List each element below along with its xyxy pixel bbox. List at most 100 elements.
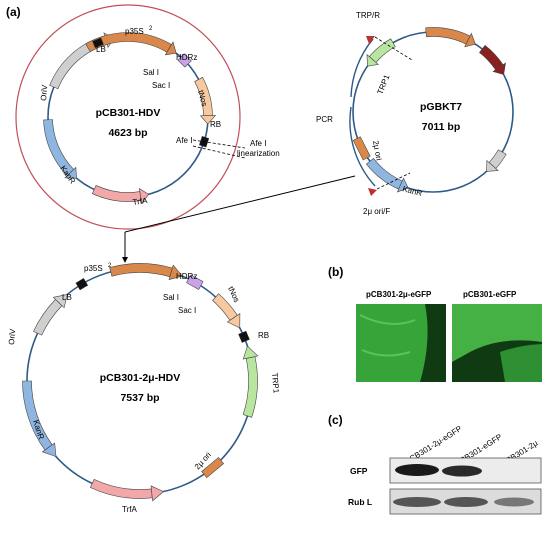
feature-orange: [425, 27, 471, 45]
leaf-tissue-lower: [500, 344, 542, 382]
gfp-image-2: [452, 304, 542, 382]
linearization-annotation: Afe I linearization: [192, 139, 280, 159]
feature-trp1: [368, 38, 396, 63]
label-rb: RB: [258, 331, 269, 340]
plasmid-pgbkt7: pGBKT7 7011 bp TRP1 2μ ori KanR TRP/R 2μ…: [316, 11, 514, 216]
label-2u-ori: 2μ ori: [371, 140, 383, 162]
marker-2u-ori: [201, 457, 224, 479]
feature-trp1: [242, 356, 258, 418]
band-lane-1: [395, 464, 439, 476]
label-p35s: p35S: [125, 27, 144, 36]
blot-gfp: [389, 457, 542, 484]
plasmid-pcb301-hdv: pCB301-HDV 4623 bp LB p35S 2 HDRz Sal I …: [15, 4, 241, 230]
row-label-gfp: GFP: [350, 466, 368, 476]
leaf-tissue: [356, 304, 428, 382]
band-lane-1: [393, 497, 441, 507]
linearization-line1: Afe I: [250, 139, 266, 148]
feature-trfa: [89, 478, 153, 499]
feature-kanr: [43, 119, 75, 177]
label-hdrz: HDRz: [176, 272, 197, 281]
linearization-dash-1: [192, 139, 246, 149]
label-pcr: PCR: [316, 115, 333, 124]
label-p35s: p35S: [84, 264, 103, 273]
label-sac: Sac I: [178, 306, 196, 315]
feature-kanr-head: [396, 177, 409, 193]
label-oriv: OriV: [7, 328, 17, 345]
label-kanr: KanR: [401, 184, 423, 198]
outer-ring: [15, 4, 241, 230]
plasmid-pcb301-2u-hdv: pCB301-2μ-HDV 7537 bp LB p35S 2 HDRz Sal…: [7, 263, 281, 514]
image2-label: pCB301-eGFP: [463, 290, 517, 299]
blot-rubl: [389, 488, 542, 515]
feature-trp1-head: [366, 53, 379, 67]
feature-oriv-head: [52, 294, 68, 309]
label-oriv: OriV: [39, 84, 49, 101]
label-tnos: tNos: [226, 285, 241, 304]
label-lb: LB: [62, 293, 72, 302]
plasmid-size: 7537 bp: [120, 392, 159, 404]
feature-tnos-head: [199, 115, 217, 125]
plasmid-name: pGBKT7: [420, 101, 462, 113]
marker-lb: [92, 37, 104, 49]
marker-rb: [238, 330, 250, 343]
feature-red-head: [492, 62, 506, 75]
feature-trfa-head: [138, 188, 150, 205]
feature-orange-head: [464, 32, 476, 48]
feature-trfa-head: [150, 485, 165, 502]
label-p35s-sup: 2: [108, 263, 112, 269]
plasmid-name: pCB301-HDV: [96, 107, 161, 119]
feature-red: [479, 44, 504, 71]
row-label-rubl: Rub L: [348, 497, 372, 507]
feature-grey-head: [486, 159, 499, 172]
label-sac: Sac I: [152, 81, 170, 90]
marker-hdrz: [186, 274, 204, 290]
linearization-dash-2: [192, 145, 246, 159]
band-lane-2: [442, 465, 482, 477]
feature-oriv: [33, 298, 63, 336]
label-trfa: TrfA: [122, 505, 137, 514]
feature-kanr: [22, 380, 53, 451]
linearization-line2: linearization: [237, 149, 280, 158]
feature-p35s-head: [168, 264, 183, 281]
band-lane-3: [494, 497, 534, 507]
feature-p35s: [109, 263, 173, 278]
band-lane-2: [444, 497, 488, 507]
leaf-tissue-upper: [452, 304, 542, 362]
label-p35s-sup: 2: [149, 26, 153, 32]
label-trp1: TRP1: [376, 73, 392, 96]
plasmid-size: 4623 bp: [108, 127, 147, 139]
feature-trfa: [91, 185, 142, 202]
label-rb: RB: [210, 120, 221, 129]
feature-tnos-head: [226, 313, 241, 329]
label-2u-ori-f: 2μ ori/F: [363, 207, 390, 216]
panel-c-letter: (c): [328, 413, 343, 427]
panel-a-letter: (a): [6, 5, 21, 19]
feature-trp1-head: [242, 345, 259, 360]
marker-2u-ori: [352, 136, 371, 161]
label-trp1: TRP1: [270, 372, 281, 394]
feature-kanr: [365, 158, 403, 190]
primer-r-head: [366, 36, 375, 44]
label-trp-r: TRP/R: [356, 11, 380, 20]
label-kanr: KanR: [58, 164, 77, 186]
plasmid-name: pCB301-2μ-HDV: [100, 372, 181, 384]
primer-r-dash: [374, 36, 413, 61]
feature-kanr-head: [64, 166, 77, 179]
label-afe: Afe I: [176, 136, 192, 145]
primer-f-head: [368, 188, 377, 196]
feature-kanr-head: [41, 442, 57, 458]
label-trfa: TrfA: [132, 196, 149, 207]
primer-f-arc: [349, 106, 376, 187]
label-sal: Sal I: [143, 68, 159, 77]
primer-f-dash: [376, 172, 411, 190]
label-sal: Sal I: [163, 293, 179, 302]
label-tnos: tNos: [196, 89, 209, 107]
panel-b-letter: (b): [328, 265, 343, 279]
feature-p35s-head: [164, 41, 177, 56]
gfp-image-1: [356, 304, 446, 382]
marker-lb: [75, 278, 89, 291]
image1-label: pCB301-2μ-eGFP: [366, 290, 432, 299]
pcr-amplicon: [349, 36, 413, 196]
plasmid-size: 7011 bp: [422, 121, 461, 133]
